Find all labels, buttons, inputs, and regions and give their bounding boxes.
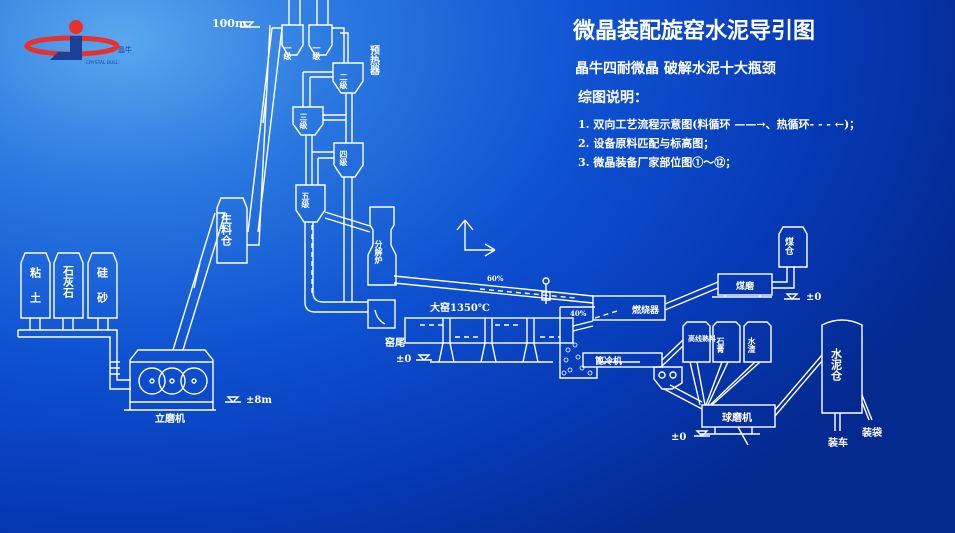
kiln-tail-label: 窑尾 <box>385 336 405 349</box>
logo-subtext: CRYSTAL BULL <box>86 60 119 66</box>
elevation-100m: 100m <box>212 17 247 30</box>
raw-material-silos: 粘土 石灰石 硅砂 <box>17 252 131 390</box>
page-title: 微晶装配旋窑水泥导引图 <box>572 18 815 44</box>
cyclone-5-label: 五级 <box>300 192 311 209</box>
elevation-coal: ±0 <box>806 292 821 303</box>
elevation-ball-mill: ±0 <box>671 432 686 443</box>
kiln-label: 大窑1350℃ <box>430 301 490 314</box>
elevation-kiln: ±0 <box>396 354 411 365</box>
pct-40-label: 40% <box>570 309 587 318</box>
bagging-label: 装袋 <box>861 426 883 439</box>
additive-silos: 高线熟料 石膏 水渣 <box>661 321 772 410</box>
silica-label: 硅砂 <box>96 266 109 317</box>
clinker-label: 高线熟料 <box>688 334 716 343</box>
legend-item-2: 2. 设备原料匹配与标高图； <box>578 136 714 150</box>
valve-icon <box>542 277 550 285</box>
cyclone-1b-label: 一级 <box>311 44 322 61</box>
preheater: 一级 一级 二级 三级 四级 五级 预热器 <box>281 0 381 313</box>
cement-silo-label: 水泥仓 <box>830 347 844 382</box>
calciner: 分解炉 <box>367 206 397 329</box>
slag-label: 水渣 <box>746 336 757 354</box>
vertical-mill: 立磨机 ±8m <box>124 212 272 425</box>
legend-item-1: 1. 双向工艺流程示意图(料循环 ——→、热循环- - - ←)； <box>578 117 860 131</box>
elevation-mill: ±8m <box>246 395 272 406</box>
valve-body <box>541 284 551 304</box>
company-logo: 晶牛 CRYSTAL BULL <box>24 20 132 66</box>
coal-pipe <box>664 281 719 311</box>
cyclone-2-label: 二级 <box>338 73 349 90</box>
raw-silo-label: 生料仓 <box>220 212 234 247</box>
coal-mill: 煤磨 煤仓 ±0 <box>712 226 821 303</box>
gypsum-label: 石膏 <box>716 337 726 354</box>
heat-flow-line <box>479 288 576 299</box>
subtitle: 晶牛四耐微晶 破解水泥十大瓶颈 <box>575 60 776 77</box>
coal-silo-label: 煤仓 <box>783 236 795 255</box>
calciner-label: 分解炉 <box>374 239 384 265</box>
legend-heading: 综图说明： <box>578 89 648 106</box>
preheater-label: 预热器 <box>368 45 381 76</box>
raw-meal-silo: 生料仓 <box>216 24 271 264</box>
burner-cooler: 燃烧器 40% 篦冷机 <box>559 295 683 390</box>
ball-mill-label: 球磨机 <box>722 411 752 424</box>
rotary-kiln: 大窑1350℃ 窑尾 ±0 <box>385 301 574 365</box>
vertical-mill-label: 立磨机 <box>155 412 185 425</box>
logo-text: 晶牛 <box>118 45 132 54</box>
clay-label: 粘土 <box>29 266 42 317</box>
limestone-label: 石灰石 <box>62 265 76 299</box>
cyclone-4-label: 四级 <box>338 150 349 167</box>
coal-mill-label: 煤磨 <box>736 280 755 292</box>
elevation-marker-icon <box>416 354 432 361</box>
elevation-marker-icon <box>240 21 260 28</box>
pct-60-label: 60% <box>487 274 504 283</box>
direction-arrow-icon <box>456 219 496 257</box>
legend-item-3: 3. 微晶装备厂家部位图①～⑫； <box>578 155 736 169</box>
tertiary-air-duct <box>393 275 594 304</box>
burner-label: 燃烧器 <box>632 304 660 316</box>
cement-silo: 水泥仓 装车 装袋 <box>821 319 883 449</box>
cooler-label: 篦冷机 <box>595 355 622 367</box>
ball-mill: 球磨机 ±0 <box>671 354 823 446</box>
cyclone-1a-label: 一级 <box>282 44 293 61</box>
truck-loading-label: 装车 <box>827 436 848 449</box>
cyclone-3-label: 三级 <box>298 113 309 130</box>
